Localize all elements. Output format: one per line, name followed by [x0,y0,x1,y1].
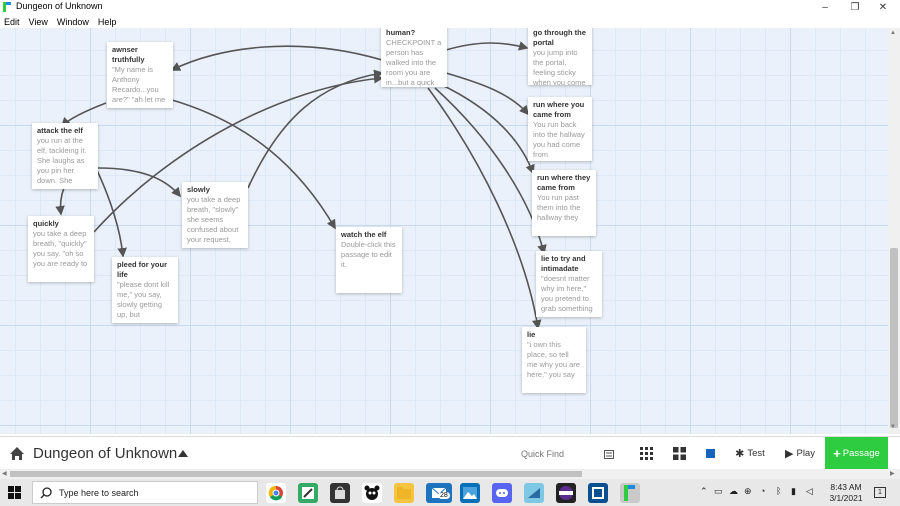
link-human-to-awnser [170,45,383,71]
vertical-scroll-thumb[interactable] [890,248,898,428]
passage-run-where-they-came-from[interactable]: run where they came from You run past th… [532,170,596,236]
taskbar-search-box[interactable]: Type here to search [32,481,258,504]
passage-run-where-you-came-from[interactable]: run where you came from You run back int… [528,97,592,161]
discord-icon[interactable] [492,483,512,503]
chrome-icon[interactable] [266,483,286,503]
passage-go-through-the-portal[interactable]: go through the portal you jump into the … [528,28,592,85]
passage-links [55,41,547,330]
plus-icon: + [833,446,841,461]
story-map-canvas[interactable]: human? CHECKPOINT a person has walked in… [0,28,888,434]
passage-human[interactable]: human? CHECKPOINT a person has walked in… [381,28,447,87]
bluetooth-icon[interactable]: ᛒ [776,486,782,496]
scroll-left-icon[interactable]: ◀ [2,471,7,477]
story-toolbar: Dungeon of Unknown ✱ Test ▶ Play + Passa… [0,436,900,470]
clock-time: 8:43 AM [830,482,862,492]
twine-app-icon [3,2,11,12]
link-human-to-lie [427,87,542,330]
title-bar: Dungeon of Unknown – ❐ ✕ [0,0,900,15]
link-quickly-to-human [93,74,384,233]
link-attack-to-pleed [95,167,127,258]
quick-find-input[interactable] [515,445,615,462]
clock-date: 3/1/2021 [829,493,863,503]
home-icon[interactable] [9,446,25,461]
story-title[interactable]: Dungeon of Unknown [33,445,178,462]
tablet-icon[interactable]: ▭ [714,486,723,496]
highlight-filter-icon[interactable] [604,450,614,459]
link-attack-to-quickly [55,187,65,216]
scroll-up-icon[interactable]: ▲ [890,30,896,36]
grid-2x2-icon [672,447,686,460]
link-human-to-portal [445,41,529,51]
test-button[interactable]: ✱ Test [735,448,765,460]
battery-icon[interactable]: ▮ [791,486,796,496]
link-awnser-to-watch [171,99,336,230]
sticky-app-icon[interactable] [524,483,544,503]
panda-app-icon[interactable] [362,483,382,503]
passage-awnser-truthfully[interactable]: awnser truthfully "My name is Anthony Re… [107,42,173,108]
drawing-app-icon[interactable] [298,483,318,503]
security-icon[interactable]: ⊕ [744,486,752,496]
link-human-to-runcame [445,72,530,116]
scroll-down-icon[interactable]: ▼ [890,424,896,430]
notification-center-icon[interactable]: 1 [874,487,886,498]
vertical-scrollbar[interactable]: ▲ ▼ [888,28,900,434]
photos-icon[interactable] [460,483,480,503]
scroll-right-icon[interactable]: ▶ [890,471,895,477]
search-icon [40,487,52,499]
mail-icon[interactable]: 28 [426,483,452,503]
passage-lie-to-try-and-intimadate[interactable]: lie to try and intimadate "doesnt matter… [536,251,602,317]
horizontal-scrollbar[interactable]: ◀ ▶ [0,469,900,479]
passage-attack-the-elf[interactable]: attack the elf you run at the elf, tackl… [32,123,98,189]
passage-lie[interactable]: lie "i own this place, so tell me why yo… [522,327,586,393]
network-icon[interactable]: ◔ [760,486,766,496]
store-icon[interactable] [330,483,350,503]
passage-watch-the-elf[interactable]: watch the elf Double-click this passage … [336,227,402,293]
notification-count: 1 [878,489,882,496]
minimize-button[interactable]: – [822,2,828,13]
snap-grid-medium-button[interactable] [670,441,688,466]
twine-taskbar-icon[interactable] [620,483,640,503]
menu-view[interactable]: View [28,16,48,27]
play-icon: ▶ [785,448,794,460]
play-button[interactable]: ▶ Play [785,448,815,460]
volume-icon[interactable]: ◁ [806,486,813,496]
taskbar-clock[interactable]: 8:43 AM 3/1/2021 [826,482,866,504]
menu-help[interactable]: Help [97,16,117,27]
snap-grid-large-button[interactable] [637,441,655,466]
link-human-to-runthey [439,83,535,175]
square-icon [705,449,715,458]
passage-pleed-for-your-life[interactable]: pleed for your life "please dont kill me… [112,257,178,323]
windows-start-icon[interactable] [8,486,21,499]
taskbar-search-placeholder: Type here to search [59,488,139,498]
link-attack-to-slowly [97,167,182,198]
snap-grid-small-button[interactable] [701,441,719,466]
browser-app-icon[interactable] [556,483,576,503]
bug-icon: ✱ [735,448,745,460]
mail-badge: 28 [438,492,450,499]
link-slowly-to-human [247,69,384,189]
passage-slowly[interactable]: slowly you take a deep breath, "slowly" … [182,182,248,248]
window-title: Dungeon of Unknown [16,1,103,11]
grid-3x3-icon [639,447,653,460]
add-passage-button[interactable]: + Passage [825,437,888,470]
show-hidden-icons-icon[interactable]: ⌃ [700,486,708,496]
windows-taskbar: Type here to search 28 ⌃ ▭ ☁ ⊕ ◔ ᛒ ▮ ◁ [0,479,900,506]
file-explorer-icon[interactable] [394,483,414,503]
framed-app-icon[interactable] [588,483,608,503]
story-menu-caret-icon[interactable] [178,450,188,457]
passage-quickly[interactable]: quickly you take a deep breath, "quickly… [28,216,94,282]
menu-edit[interactable]: Edit [4,16,20,27]
menu-bar: Edit View Window Help [0,15,900,28]
close-button[interactable]: ✕ [878,2,888,13]
cloud-icon[interactable]: ☁ [729,486,738,496]
menu-window[interactable]: Window [56,16,89,27]
maximize-button[interactable]: ❐ [850,2,860,13]
horizontal-scroll-thumb[interactable] [10,471,582,477]
